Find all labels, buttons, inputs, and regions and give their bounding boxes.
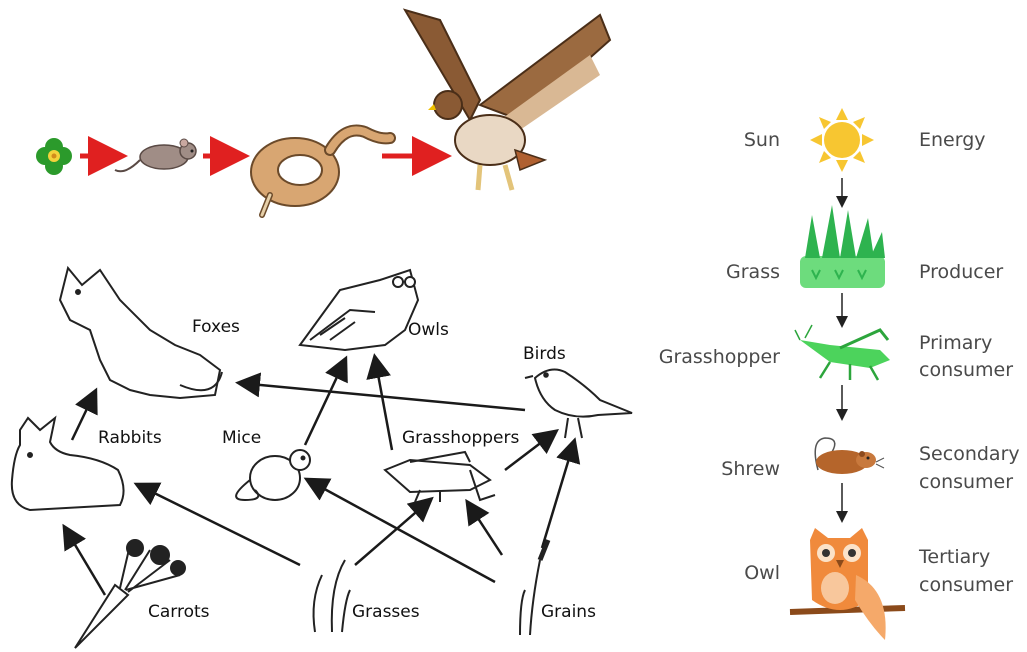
role-tertiary-line1: Tertiary <box>919 545 990 569</box>
role-primary-line1: Primary <box>919 331 992 355</box>
shrew-icon <box>815 438 884 474</box>
owl-energy-icon <box>790 528 905 640</box>
role-tertiary-line2: consumer <box>919 573 1013 597</box>
role-primary-line2: consumer <box>919 358 1013 382</box>
grasshopper-icon <box>795 325 890 380</box>
role-energy: Energy <box>919 128 986 152</box>
role-secondary-line1: Secondary <box>919 442 1020 466</box>
organism-grasshopper: Grasshopper <box>630 345 780 369</box>
organism-sun: Sun <box>690 128 780 152</box>
grass-icon <box>800 205 885 288</box>
organism-shrew: Shrew <box>690 457 780 481</box>
organism-grass: Grass <box>690 260 780 284</box>
role-secondary-line2: consumer <box>919 470 1013 494</box>
organism-owl: Owl <box>690 561 780 585</box>
role-producer: Producer <box>919 260 1003 284</box>
sun-icon <box>810 108 874 172</box>
